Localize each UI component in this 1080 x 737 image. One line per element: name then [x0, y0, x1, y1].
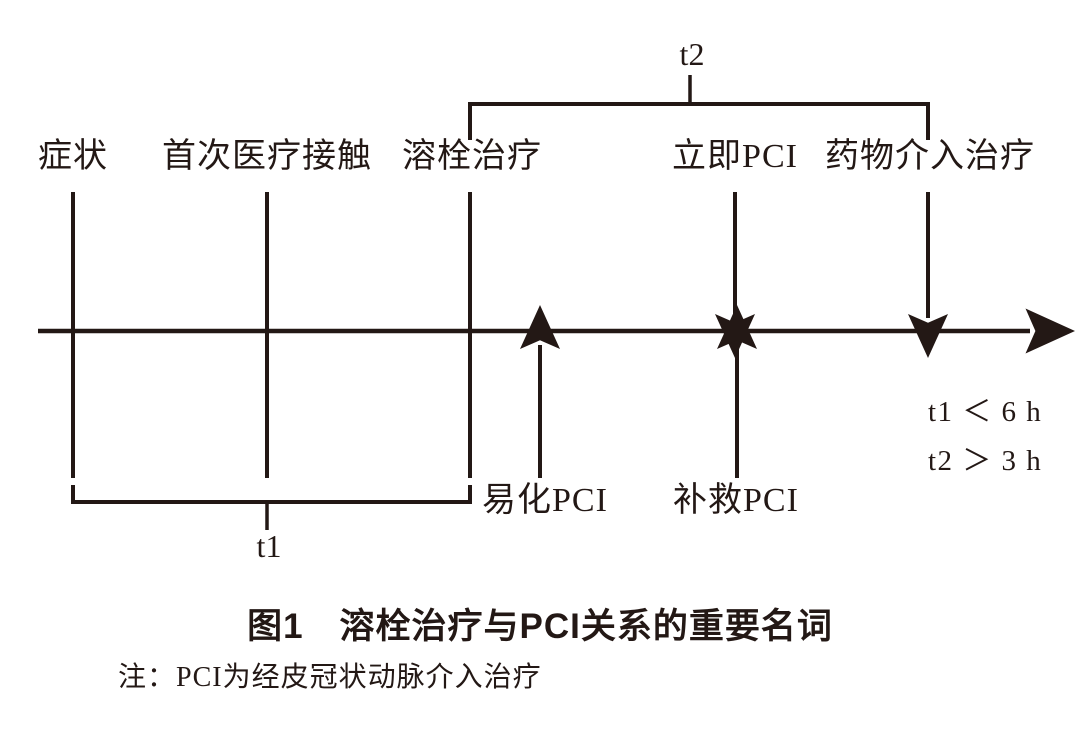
label-symptom: 症状: [38, 138, 108, 175]
label-rescue-pci: 补救PCI: [673, 482, 799, 519]
event-stems: [71, 192, 472, 478]
figure-caption-note: 注：PCI为经皮冠状动脉介入治疗: [118, 662, 542, 693]
label-facilitated-pci: 易化PCI: [482, 482, 608, 519]
up-arrows: [520, 305, 757, 478]
condition-t1: t1 ＜ 6 h: [928, 396, 1043, 428]
label-primary-pci: 立即PCI: [672, 138, 798, 175]
label-first-medical-contact: 首次医疗接触: [162, 138, 372, 175]
bracket-t2-path: [468, 102, 930, 140]
bracket-t1-path: [71, 485, 472, 504]
label-thrombolysis: 溶栓治疗: [402, 138, 542, 175]
figure-caption-title: 图1 溶栓治疗与PCI关系的重要名词: [247, 607, 833, 646]
label-pharmaco-invasive: 药物介入治疗: [825, 138, 1035, 175]
label-t1: t1: [256, 528, 282, 564]
bracket-t1: [71, 485, 472, 530]
label-t2: t2: [679, 36, 705, 72]
down-arrows: [715, 192, 948, 358]
condition-t2: t2 ＞ 3 h: [928, 445, 1043, 477]
bracket-t2: [468, 75, 930, 140]
